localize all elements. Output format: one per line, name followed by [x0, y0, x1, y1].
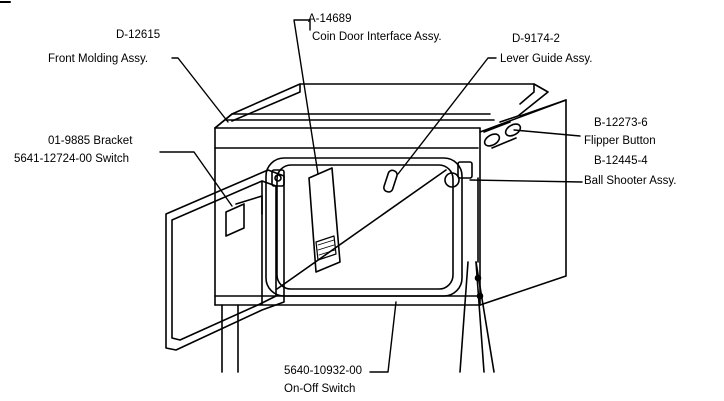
label-on-off-switch-name: On-Off Switch [284, 383, 356, 395]
coin-door [165, 169, 285, 351]
coin-door-interface-board [308, 167, 341, 273]
label-front-molding-name: Front Molding Assy. [48, 53, 149, 65]
label-flipper-button-name: Flipper Button [584, 135, 656, 147]
ball-shooter [444, 161, 473, 188]
label-front-molding-part: D-12615 [116, 29, 161, 41]
label-flipper-button-part: B-12273-6 [594, 117, 648, 129]
label-ball-shooter-part: B-12445-4 [594, 155, 648, 167]
label-switch: 5641-12724-00 Switch [14, 153, 130, 165]
lever-guide [383, 169, 398, 193]
door-frame [265, 157, 463, 297]
leader-lines [159, 19, 583, 373]
label-coin-door-interface-part: A-14689 [308, 13, 352, 25]
flipper-button [483, 121, 522, 149]
label-on-off-switch-part: 5640-10932-00 [284, 365, 363, 377]
cabinet-body [214, 99, 567, 306]
label-ball-shooter-name: Ball Shooter Assy. [584, 175, 677, 187]
label-lever-guide-part: D-9174-2 [512, 33, 560, 45]
label-lever-guide-name: Lever Guide Assy. [500, 53, 593, 65]
label-bracket: 01-9885 Bracket [48, 135, 133, 147]
cabinet-legs [221, 177, 495, 373]
label-coin-door-interface-name: Coin Door Interface Assy. [312, 31, 442, 43]
front-molding [214, 83, 549, 129]
